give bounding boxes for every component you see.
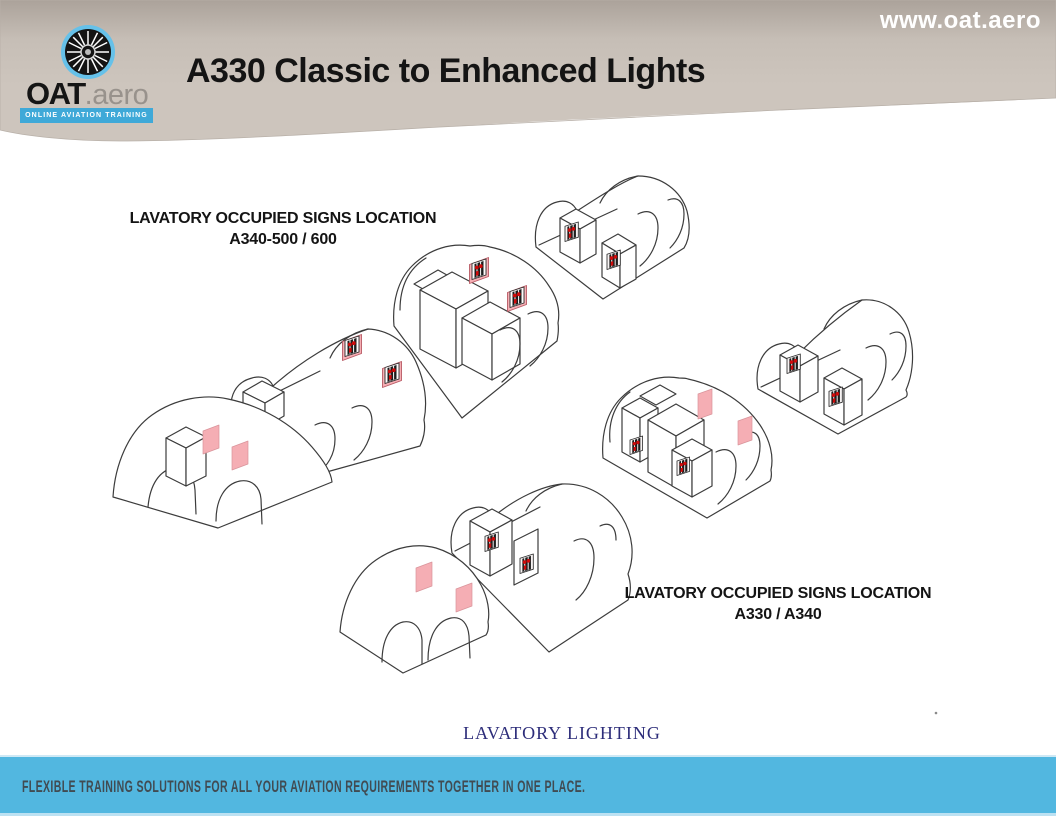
website-url: www.oat.aero [879,7,1041,34]
section-a340-mid-aft [393,244,560,419]
header-band [0,0,1056,142]
footer-tagline: FLEXIBLE TRAINING SOLUTIONS FOR ALL YOUR… [22,776,586,796]
section-a340-aft [534,175,690,300]
brand-aero: .aero [84,79,149,111]
label-line1: LAVATORY OCCUPIED SIGNS LOCATION [624,585,932,602]
brand-tagline: ONLINE AVIATION TRAINING [20,108,153,123]
label-a330-a340: LAVATORY OCCUPIED SIGNS LOCATION A330 / … [625,583,932,625]
turbine-fan-icon [61,25,115,79]
footer-tagline-wrap: FLEXIBLE TRAINING SOLUTIONS FOR ALL YOUR… [22,777,931,797]
label-line2: A330 / A340 [734,606,822,623]
brand-wordmark: OAT.aero [26,76,149,112]
section-a340-nose [112,396,333,529]
label-line1: LAVATORY OCCUPIED SIGNS LOCATION [129,210,437,227]
oat-aero-logo: OAT.aero ONLINE AVIATION TRAINING [0,0,180,140]
footer-bar: FLEXIBLE TRAINING SOLUTIONS FOR ALL YOUR… [0,755,1056,816]
slide-caption: LAVATORY LIGHTING [463,723,661,743]
label-a340-500-600: LAVATORY OCCUPIED SIGNS LOCATION A340-50… [130,208,437,250]
page-title: A330 Classic to Enhanced Lights [186,52,706,90]
footer-bottom-edge [0,813,1056,816]
brand-oat: OAT [26,76,86,111]
label-line2: A340-500 / 600 [229,231,337,248]
section-a330-nose [339,545,490,674]
section-a330-mid-fwd [450,483,633,653]
section-a330-aft [756,299,914,435]
section-a330-mid-aft [602,376,773,519]
stray-dot [934,711,938,715]
